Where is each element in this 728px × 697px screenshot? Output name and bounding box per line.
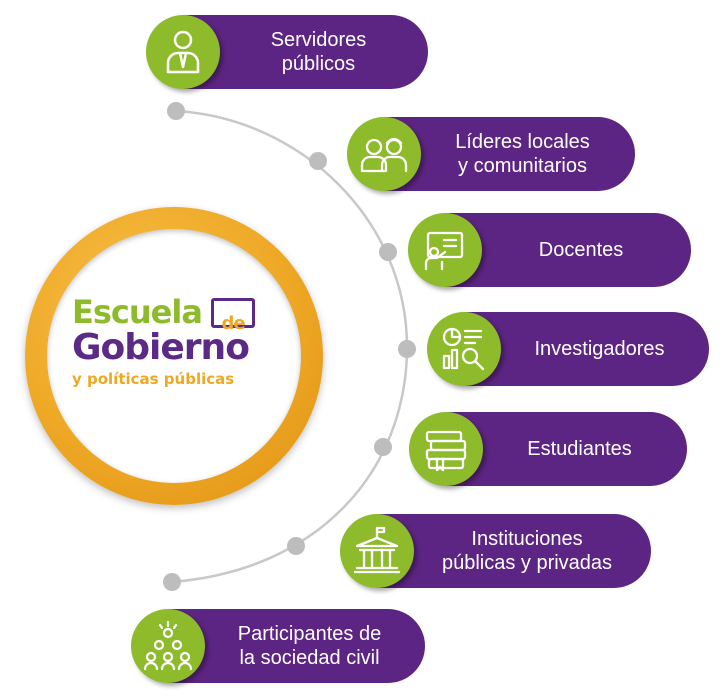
item-servidores-publicos: Servidores públicos <box>146 15 428 89</box>
item-participantes: Participantes de la sociedad civil <box>131 609 425 683</box>
item-pill: Docentes <box>445 213 691 287</box>
leaders-icon <box>347 117 421 191</box>
connector-dot <box>379 243 397 261</box>
item-pill: Líderes locales y comunitarios <box>384 117 635 191</box>
logo: Escuela de Gobierno y políticas públicas <box>72 295 282 389</box>
person-icon <box>146 15 220 89</box>
item-pill: Servidores públicos <box>183 15 428 89</box>
item-estudiantes: Estudiantes <box>409 412 687 486</box>
books-icon <box>409 412 483 486</box>
logo-circle: Escuela de Gobierno y políticas públicas <box>25 207 323 505</box>
item-pill: Estudiantes <box>446 412 687 486</box>
item-instituciones: Instituciones públicas y privadas <box>340 514 651 588</box>
connector-dot <box>398 340 416 358</box>
item-label: Participantes de la sociedad civil <box>237 623 382 669</box>
item-label: Investigadores <box>534 338 665 360</box>
research-icon <box>427 312 501 386</box>
item-pill: Instituciones públicas y privadas <box>377 514 651 588</box>
group-icon <box>131 609 205 683</box>
item-label: Líderes locales y comunitarios <box>455 131 590 177</box>
item-docentes: Docentes <box>408 213 691 287</box>
item-label: Instituciones públicas y privadas <box>441 528 613 574</box>
logo-de-book-icon: de <box>211 298 255 334</box>
logo-de: de <box>221 313 245 334</box>
item-pill: Participantes de la sociedad civil <box>168 609 425 683</box>
teacher-icon <box>408 213 482 287</box>
connector-dot <box>287 537 305 555</box>
logo-escuela: Escuela <box>72 293 203 331</box>
item-label: Estudiantes <box>527 438 632 460</box>
logo-subtitle: y políticas públicas <box>72 370 235 388</box>
connector-dot <box>167 102 185 120</box>
connector-dot <box>309 152 327 170</box>
building-icon <box>340 514 414 588</box>
item-label: Servidores públicos <box>270 29 367 75</box>
item-investigadores: Investigadores <box>427 312 709 386</box>
item-label: Docentes <box>538 239 624 261</box>
item-lideres-locales: Líderes locales y comunitarios <box>347 117 635 191</box>
connector-dot <box>163 573 181 591</box>
connector-dot <box>374 438 392 456</box>
item-pill: Investigadores <box>464 312 709 386</box>
logo-gobierno: Gobierno <box>72 327 250 368</box>
logo-inner-circle <box>47 229 301 483</box>
